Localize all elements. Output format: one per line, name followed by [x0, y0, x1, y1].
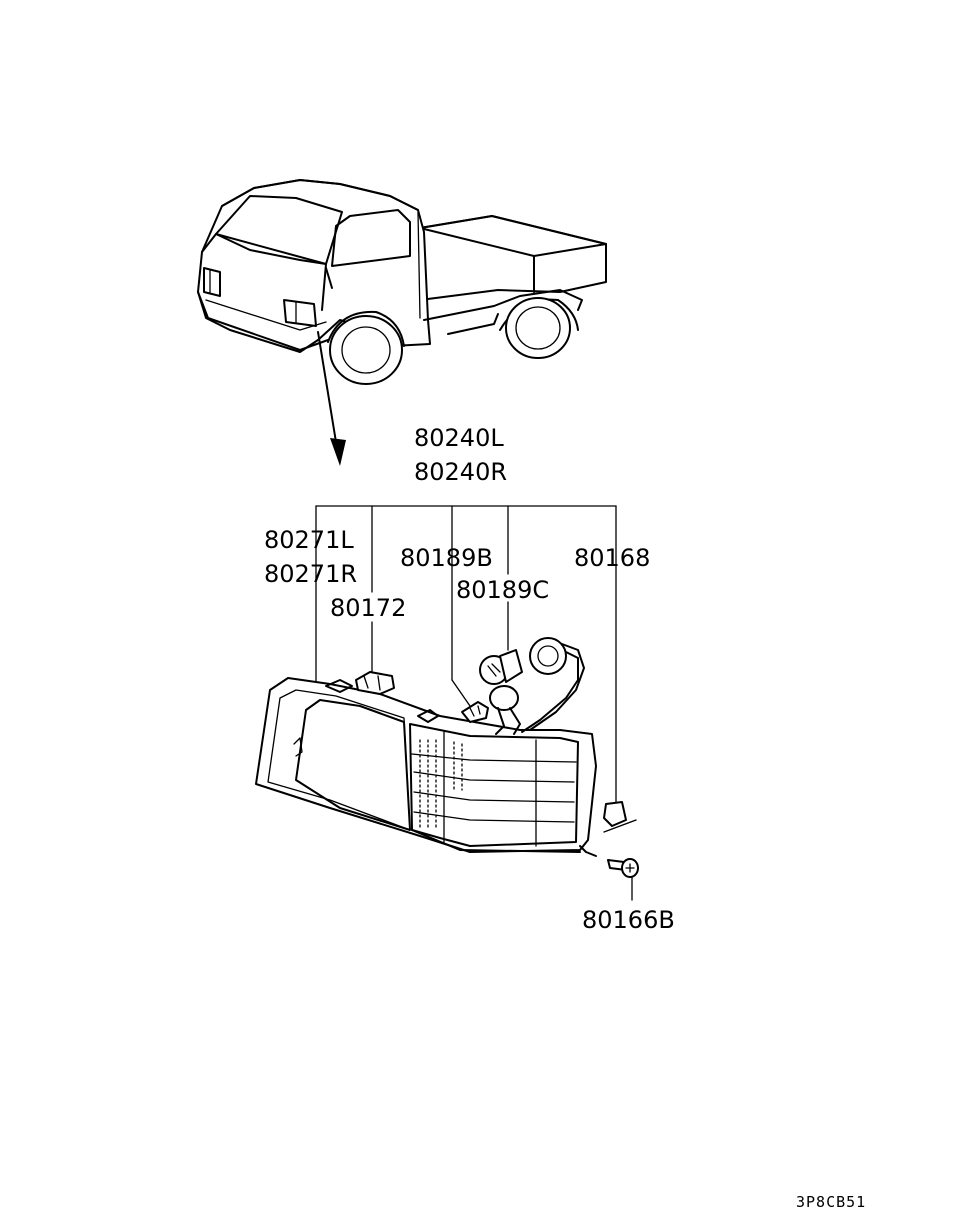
clip-part — [355, 671, 395, 695]
label-screw: 80166B — [582, 906, 675, 934]
label-lens-l: 80271L — [264, 526, 354, 554]
lamp-assembly — [255, 677, 597, 853]
label-clip: 80172 — [330, 594, 406, 622]
screw-part — [579, 845, 639, 878]
bulb-small-part — [461, 701, 489, 723]
socket-harness-part — [489, 637, 637, 833]
label-bulb-b: 80189B — [400, 544, 493, 572]
label-bulb-c: 80189C — [456, 576, 549, 604]
leader-lines — [315, 505, 633, 901]
label-lens-r: 80271R — [264, 560, 357, 588]
pointer-arrow — [317, 331, 346, 466]
label-socket: 80168 — [574, 544, 650, 572]
truck-illustration — [197, 179, 607, 385]
label-assembly-r: 80240R — [414, 458, 507, 486]
bulb-large-part — [479, 649, 523, 685]
part-labels: 80240L 80240R 80271L 80271R 80172 80189B… — [264, 424, 675, 934]
label-assembly-l: 80240L — [414, 424, 504, 452]
figure-code: 3P8CB51 — [796, 1193, 866, 1210]
